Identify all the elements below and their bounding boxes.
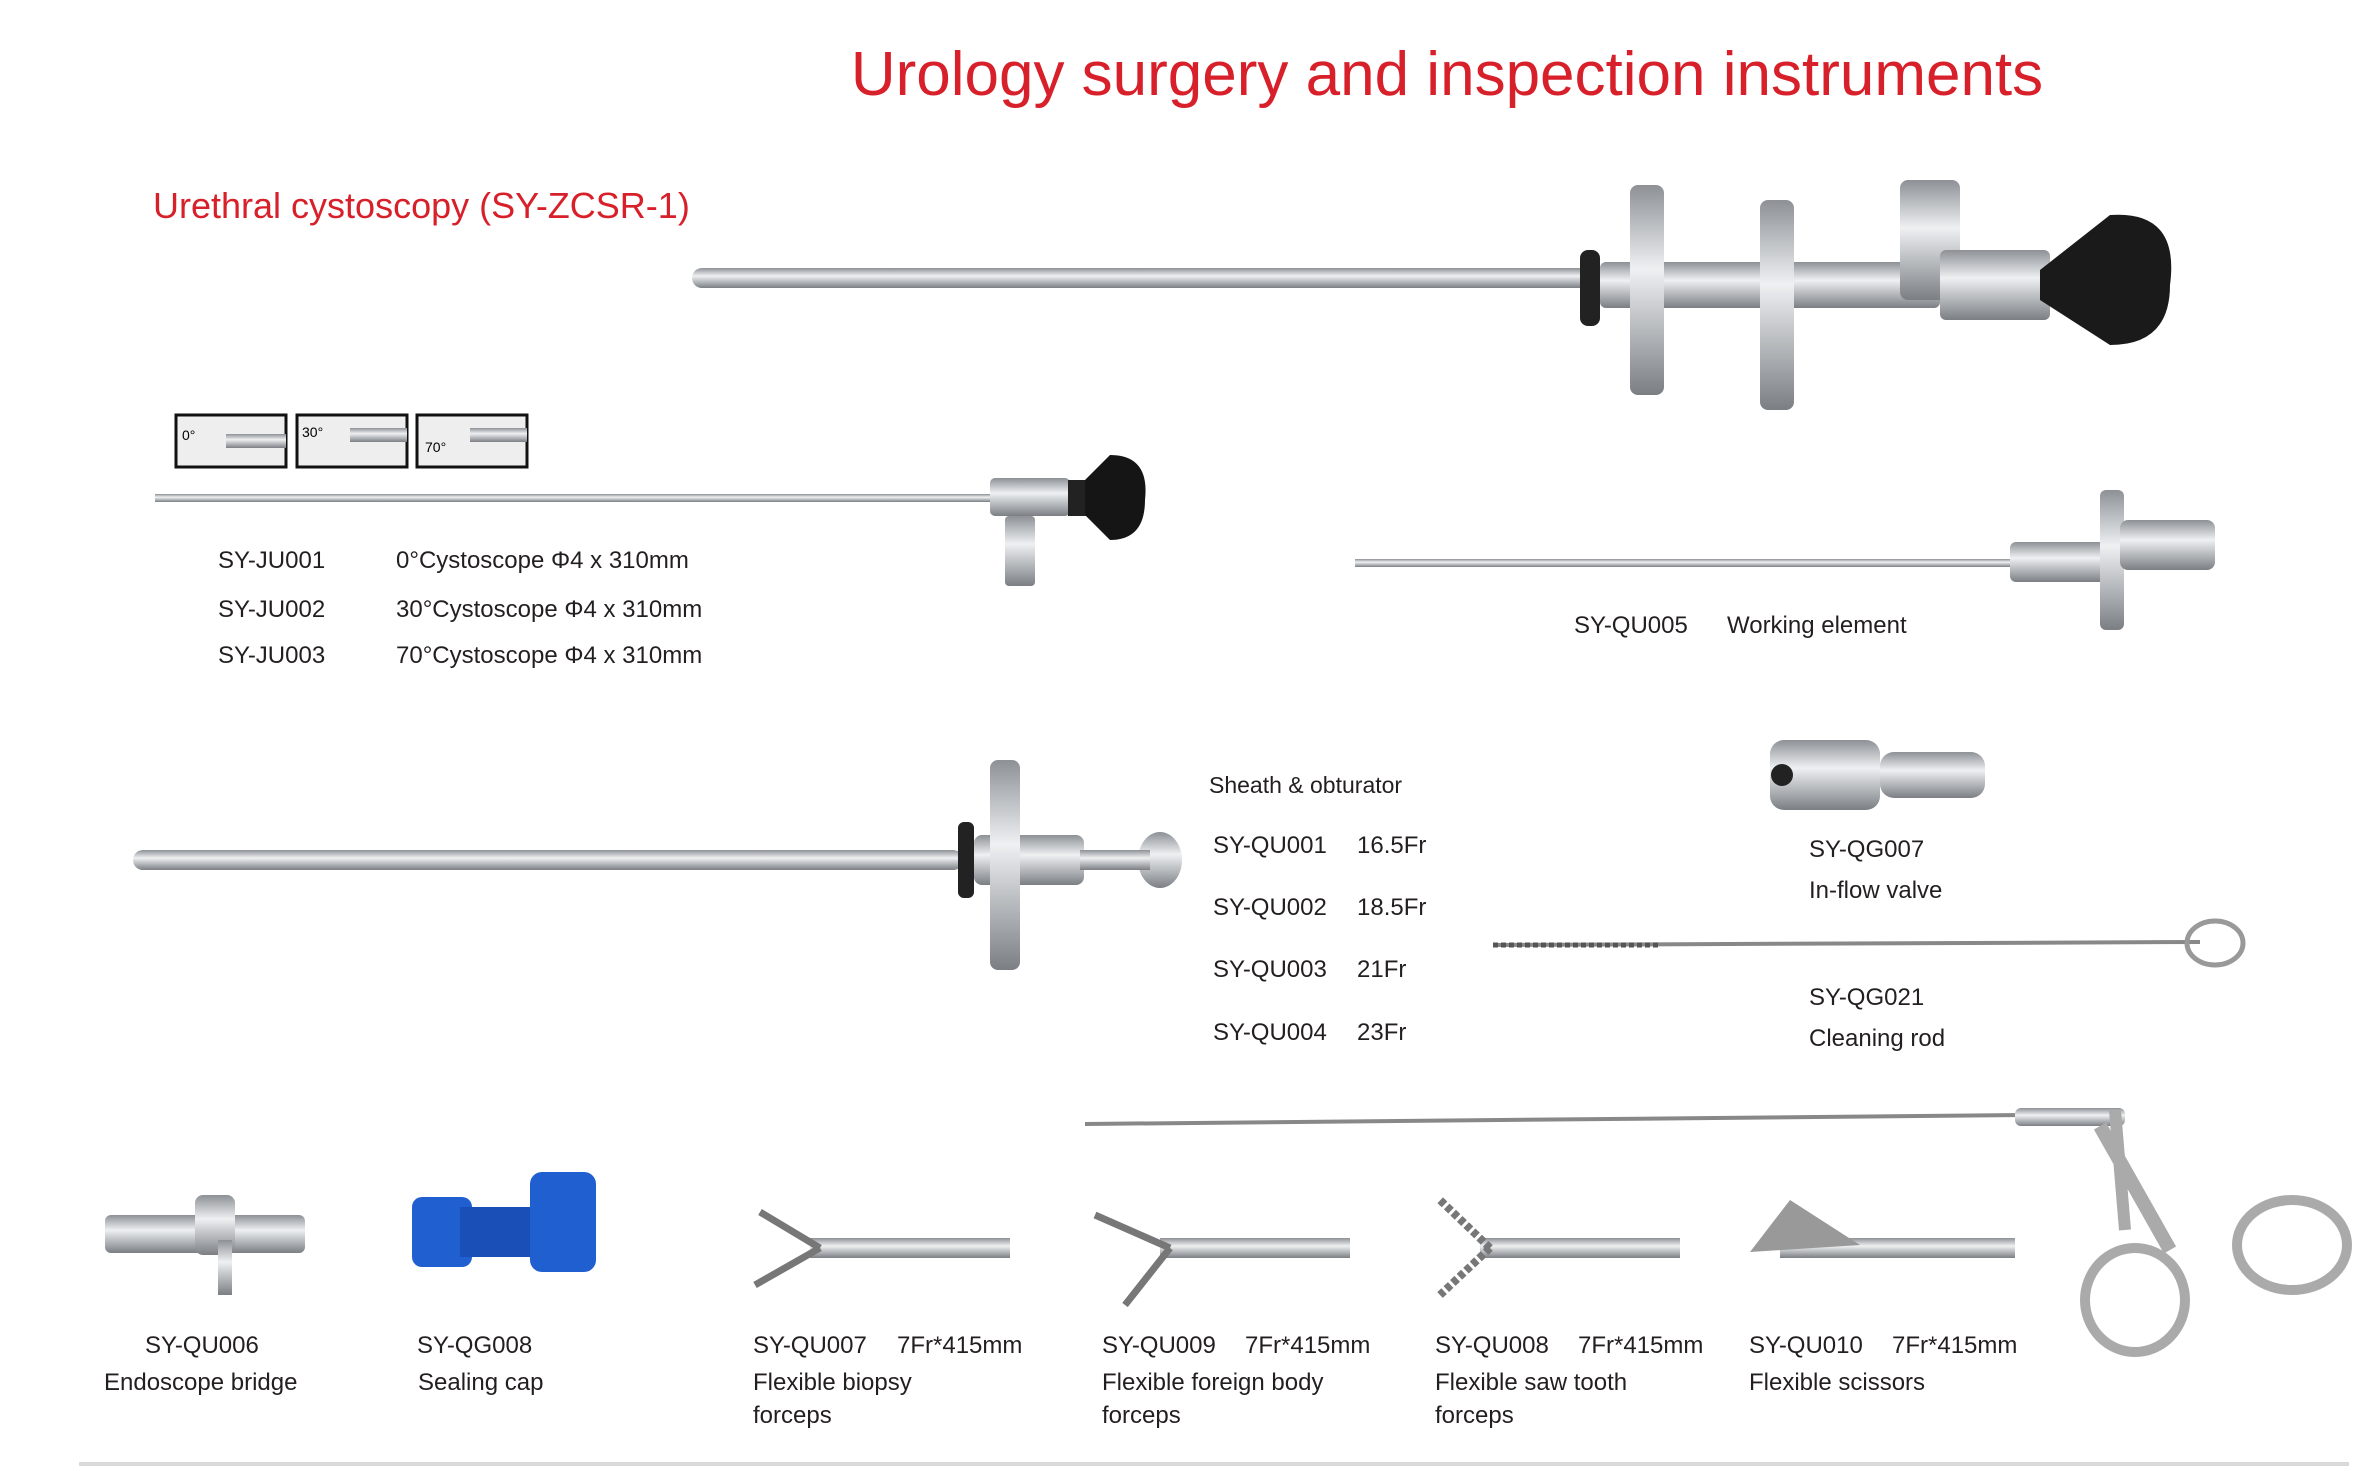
biopsy-forceps-tip-image — [753, 1208, 1010, 1289]
accessory-name: forceps — [1435, 1402, 1514, 1429]
accessory-name: forceps — [1102, 1402, 1181, 1429]
angle-70-label: 70° — [425, 439, 446, 455]
cleaning-rod-image — [1492, 918, 2246, 968]
working-element-image — [1355, 490, 2215, 630]
view-angle-icons: 0° 30° 70° — [174, 413, 529, 469]
sheath-code: SY-QU003 — [1213, 956, 1327, 983]
assembled-cystoscope-image — [692, 180, 2172, 410]
cystoscope-desc: 0°Cystoscope Φ4 x 310mm — [396, 547, 689, 574]
accessory-code: SY-QG008 — [417, 1332, 533, 1359]
accessory-code: SY-QU009 — [1102, 1332, 1216, 1359]
sheath-obturator-image — [133, 760, 1182, 970]
sheath-code: SY-QU001 — [1213, 832, 1327, 859]
inflow-valve-name: In-flow valve — [1809, 877, 1943, 904]
accessory-name: Flexible foreign body — [1102, 1369, 1324, 1396]
saw-tooth-forceps-tip-image — [1437, 1197, 1680, 1298]
accessory-size: 7Fr*415mm — [1578, 1332, 1704, 1359]
accessory-code: SY-QU007 — [753, 1332, 867, 1359]
cystoscope-desc: 30°Cystoscope Φ4 x 310mm — [396, 596, 703, 623]
page-title: Urology surgery and inspection instrumen… — [850, 40, 2044, 109]
accessory-name: Endoscope bridge — [104, 1369, 298, 1396]
accessory-size: 7Fr*415mm — [897, 1332, 1023, 1359]
inflow-valve-code: SY-QG007 — [1809, 836, 1925, 863]
angle-30-label: 30° — [302, 424, 323, 440]
cystoscope-desc: 70°Cystoscope Φ4 x 310mm — [396, 642, 703, 669]
foreign-body-forceps-tip-image — [1093, 1211, 1350, 1308]
accessory-size: 7Fr*415mm — [1892, 1332, 2018, 1359]
cystoscope-code: SY-JU001 — [218, 547, 326, 574]
cleaning-rod-name: Cleaning rod — [1809, 1025, 1946, 1052]
accessory-code: SY-QU010 — [1749, 1332, 1863, 1359]
sheath-heading: Sheath & obturator — [1209, 772, 1403, 798]
accessory-name: forceps — [753, 1402, 832, 1429]
inflow-valve-image — [1770, 740, 1985, 810]
flexible-forceps-handle-image — [1084, 1108, 2352, 1357]
section-subtitle: Urethral cystoscopy (SY-ZCSR-1) — [153, 185, 690, 226]
bottom-divider — [79, 1462, 2349, 1466]
sheath-size: 23Fr — [1357, 1019, 1407, 1046]
sheath-size: 16.5Fr — [1357, 832, 1427, 859]
sheath-size: 18.5Fr — [1357, 894, 1427, 921]
sheath-code: SY-QU004 — [1213, 1019, 1327, 1046]
accessory-code: SY-QU008 — [1435, 1332, 1549, 1359]
accessory-code: SY-QU006 — [145, 1332, 259, 1359]
scissors-tip-image — [1750, 1200, 2015, 1258]
accessory-name: Flexible saw tooth — [1435, 1369, 1628, 1396]
endoscope-bridge-image — [105, 1195, 305, 1295]
working-element-name: Working element — [1727, 612, 1907, 639]
accessory-size: 7Fr*415mm — [1245, 1332, 1371, 1359]
cleaning-rod-code: SY-QG021 — [1809, 984, 1925, 1011]
sealing-cap-image — [412, 1172, 596, 1272]
cystoscope-code: SY-JU002 — [218, 596, 326, 623]
cystoscope-code: SY-JU003 — [218, 642, 326, 669]
accessory-name: Sealing cap — [418, 1369, 544, 1396]
accessory-name: Flexible scissors — [1749, 1369, 1926, 1396]
sheath-code: SY-QU002 — [1213, 894, 1327, 921]
working-element-code: SY-QU005 — [1574, 612, 1688, 639]
cystoscope-telescope-image — [155, 455, 1146, 586]
sheath-size: 21Fr — [1357, 956, 1407, 983]
accessory-name: Flexible biopsy — [753, 1369, 912, 1396]
angle-0-label: 0° — [182, 427, 195, 443]
